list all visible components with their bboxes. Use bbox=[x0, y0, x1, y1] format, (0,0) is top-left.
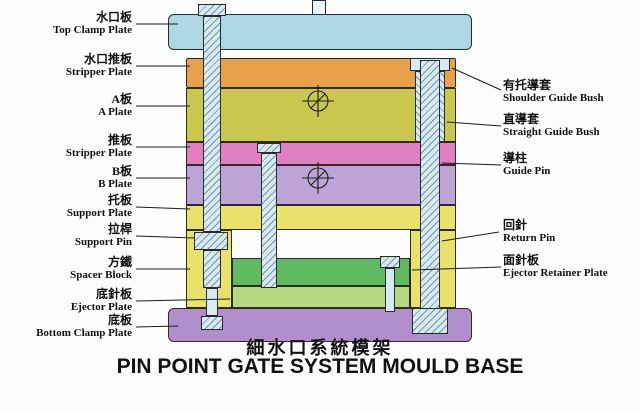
title-english: PIN POINT GATE SYSTEM MOULD BASE bbox=[116, 355, 524, 378]
label-bottom-clamp-plate-en: Bottom Clamp Plate bbox=[36, 327, 132, 339]
label-support-plate: 托板 Support Plate bbox=[67, 194, 132, 220]
label-spacer-block: 方鐵 Spacer Block bbox=[70, 256, 132, 282]
ejector-plate bbox=[232, 286, 410, 308]
label-b-plate: B板 B Plate bbox=[98, 165, 132, 191]
support-pin-head bbox=[198, 4, 226, 16]
label-shoulder-guide-bush-en: Shoulder Guide Bush bbox=[503, 92, 604, 104]
label-shoulder-guide-bush-zh: 有托導套 bbox=[503, 78, 552, 92]
center-pin-shaft bbox=[261, 153, 277, 288]
guide-pin bbox=[420, 60, 440, 310]
label-guide-pin-en: Guide Pin bbox=[503, 165, 551, 177]
return-pin-head bbox=[380, 256, 400, 268]
support-pin-shaft bbox=[203, 16, 221, 232]
label-stripper-plate-middle-zh: 推板 bbox=[107, 133, 132, 147]
label-return-pin-zh: 回針 bbox=[503, 218, 528, 232]
label-bottom-clamp-plate-zh: 底板 bbox=[107, 313, 132, 327]
label-bottom-clamp-plate: 底板 Bottom Clamp Plate bbox=[36, 314, 132, 340]
label-a-plate-zh: A板 bbox=[111, 92, 132, 106]
label-ejector-plate-en: Ejector Plate bbox=[70, 301, 132, 313]
label-support-plate-zh: 托板 bbox=[107, 193, 132, 207]
label-guide-pin: 導柱 Guide Pin bbox=[503, 152, 550, 178]
label-top-clamp-plate-zh: 水口板 bbox=[95, 10, 132, 24]
leader-shoulder-guide-bush bbox=[451, 67, 502, 91]
return-pin-shaft bbox=[385, 268, 395, 312]
label-ejector-retainer-plate-zh: 面針板 bbox=[503, 253, 540, 267]
label-support-pin: 拉桿 Support Pin bbox=[75, 223, 132, 249]
screw-stem-top bbox=[312, 0, 326, 15]
label-straight-guide-bush-zh: 直導套 bbox=[503, 112, 540, 126]
support-pin-lower bbox=[203, 250, 221, 288]
label-stripper-plate-middle-en: Stripper Plate bbox=[65, 147, 132, 159]
label-b-plate-en: B Plate bbox=[98, 178, 132, 190]
leader-support-plate bbox=[135, 206, 191, 210]
center-pin-head bbox=[257, 143, 281, 153]
label-a-plate: A板 A Plate bbox=[98, 93, 132, 119]
label-support-pin-zh: 拉桿 bbox=[107, 222, 132, 236]
label-spacer-block-en: Spacer Block bbox=[70, 269, 132, 281]
label-b-plate-zh: B板 bbox=[111, 164, 132, 178]
support-pin-collar bbox=[194, 232, 228, 250]
label-ejector-retainer-plate-en: Ejector Retainer Plate bbox=[503, 267, 608, 279]
label-ejector-plate-zh: 底針板 bbox=[95, 287, 132, 301]
label-guide-pin-zh: 導柱 bbox=[503, 151, 528, 165]
label-ejector-plate: 底針板 Ejector Plate bbox=[71, 288, 132, 314]
label-return-pin-en: Return Pin bbox=[503, 232, 556, 244]
label-support-pin-en: Support Pin bbox=[74, 236, 132, 248]
label-spacer-block-zh: 方鐵 bbox=[107, 255, 132, 269]
guide-pin-foot bbox=[412, 308, 448, 334]
support-plate bbox=[186, 205, 456, 230]
title-chinese: 細水口系統模架 bbox=[246, 338, 394, 358]
b-plate bbox=[186, 165, 456, 205]
label-straight-guide-bush: 直導套 Straight Guide Bush bbox=[503, 113, 600, 139]
label-return-pin: 回針 Return Pin bbox=[503, 219, 555, 245]
ejector-screw-left-shaft bbox=[206, 288, 218, 316]
label-a-plate-en: A Plate bbox=[98, 106, 132, 118]
label-straight-guide-bush-en: Straight Guide Bush bbox=[503, 126, 600, 138]
label-stripper-plate-upper: 水口推板 Stripper Plate bbox=[66, 53, 132, 79]
ejector-screw-left-head bbox=[201, 316, 223, 330]
label-shoulder-guide-bush: 有托導套 Shoulder Guide Bush bbox=[503, 79, 604, 105]
label-stripper-plate-upper-en: Stripper Plate bbox=[65, 66, 132, 78]
label-stripper-plate-upper-zh: 水口推板 bbox=[83, 52, 132, 66]
label-support-plate-en: Support Plate bbox=[66, 207, 132, 219]
label-ejector-retainer-plate: 面針板 Ejector Retainer Plate bbox=[503, 254, 608, 280]
stripper-plate-middle bbox=[186, 142, 456, 165]
label-top-clamp-plate: 水口板 Top Clamp Plate bbox=[53, 11, 132, 37]
label-stripper-plate-middle: 推板 Stripper Plate bbox=[66, 134, 132, 160]
label-top-clamp-plate-en: Top Clamp Plate bbox=[52, 24, 132, 36]
